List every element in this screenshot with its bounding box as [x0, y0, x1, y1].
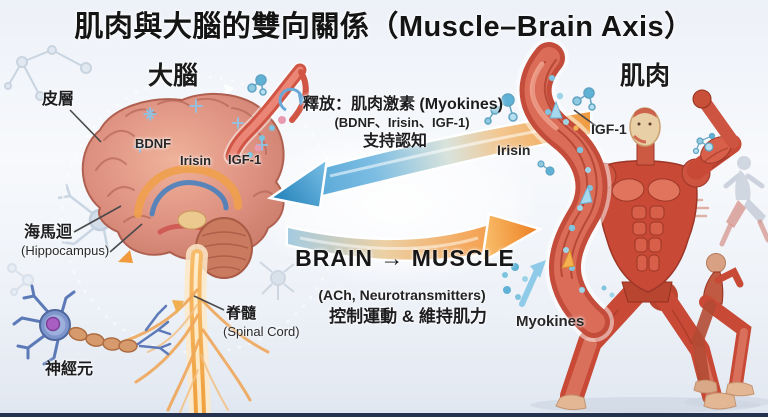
ach-neurotransmitters-label: (ACh, Neurotransmitters) — [318, 287, 486, 303]
limbic-blue-band — [149, 180, 229, 217]
fist — [692, 89, 712, 109]
molecule-icon — [692, 132, 716, 155]
neuron-sketch-icon — [259, 261, 295, 300]
hippocampus-label-zh: 海馬迴 — [24, 224, 73, 241]
footer-bar — [0, 413, 768, 417]
hippocampus-label-en: (Hippocampus) — [21, 243, 110, 258]
corpus-callosum-band — [134, 164, 242, 218]
axon-terminal — [136, 304, 172, 356]
page-title: 肌肉與大腦的雙向關係（Muscle–Brain Axis） — [74, 11, 694, 43]
squat-figure — [691, 253, 755, 397]
vessel-molecules — [545, 75, 593, 293]
release-line3: 支持認知 — [362, 133, 428, 150]
molecule-icon — [572, 87, 596, 111]
neuron-icon — [12, 284, 172, 366]
myokines-up-arrow-icon — [519, 260, 546, 307]
brain-illustration — [81, 61, 309, 279]
irisin-right-label: Irisin — [497, 142, 531, 158]
down-arrow-icon — [118, 250, 133, 263]
curl-arrow-icon — [278, 87, 308, 112]
down-arrow-icon — [172, 300, 184, 314]
artery-molecules — [247, 116, 286, 158]
molecule-icon — [247, 74, 267, 96]
axon-myelin — [68, 326, 138, 353]
back-foot — [703, 392, 737, 410]
muscle-to-brain-arrow — [266, 109, 593, 210]
igf1-right-label: IGF-1 — [591, 121, 627, 137]
molecule-icon — [484, 93, 518, 125]
brain-to-muscle-heading: BRAIN → MUSCLE — [295, 245, 515, 271]
spinal-cord — [114, 244, 270, 417]
irisin-left-label: Irisin — [180, 153, 212, 168]
brain-heading: 大腦 — [148, 62, 199, 90]
front-foot — [555, 394, 587, 411]
dotted-ring-decoration — [60, 75, 340, 355]
spinal-cord-label-zh: 脊髓 — [226, 305, 257, 322]
release-line2: (BDNF、Irisin、IGF-1) — [334, 115, 470, 130]
spinal-cord-label-en: (Spinal Cord) — [223, 324, 300, 339]
myokines-label: Myokines — [516, 313, 585, 330]
runner-silhouette — [719, 156, 768, 247]
igf1-left-label: IGF-1 — [228, 152, 262, 167]
thalamus — [177, 210, 207, 230]
up-arrow-icon — [561, 248, 575, 269]
blue-arrowhead-icon — [266, 156, 329, 210]
molecule-icon — [537, 160, 555, 176]
molecule-net-icon — [4, 45, 92, 101]
abs — [631, 205, 665, 272]
squat-arms — [714, 267, 744, 288]
molecule-net-small-icon — [7, 263, 34, 296]
artery — [223, 61, 309, 165]
cerebellum — [195, 217, 253, 279]
control-motion-label: 控制運動 & 維持肌力 — [329, 307, 487, 326]
pointer-lines — [69, 109, 597, 311]
neuron-label: 神經元 — [45, 361, 94, 378]
muscle-vessel-band — [515, 38, 614, 342]
bdnf-label: BDNF — [135, 136, 172, 151]
cortex-label: 皮層 — [42, 91, 75, 108]
up-arrow-icon — [549, 100, 563, 119]
brain-to-muscle-arrow — [285, 212, 544, 265]
up-arrow-icon — [579, 184, 593, 205]
orange-arrowhead-icon — [480, 212, 544, 265]
release-line1: 釋放：肌肉激素 (Myokines) — [302, 96, 504, 113]
muscle-heading: 肌肉 — [620, 62, 671, 90]
